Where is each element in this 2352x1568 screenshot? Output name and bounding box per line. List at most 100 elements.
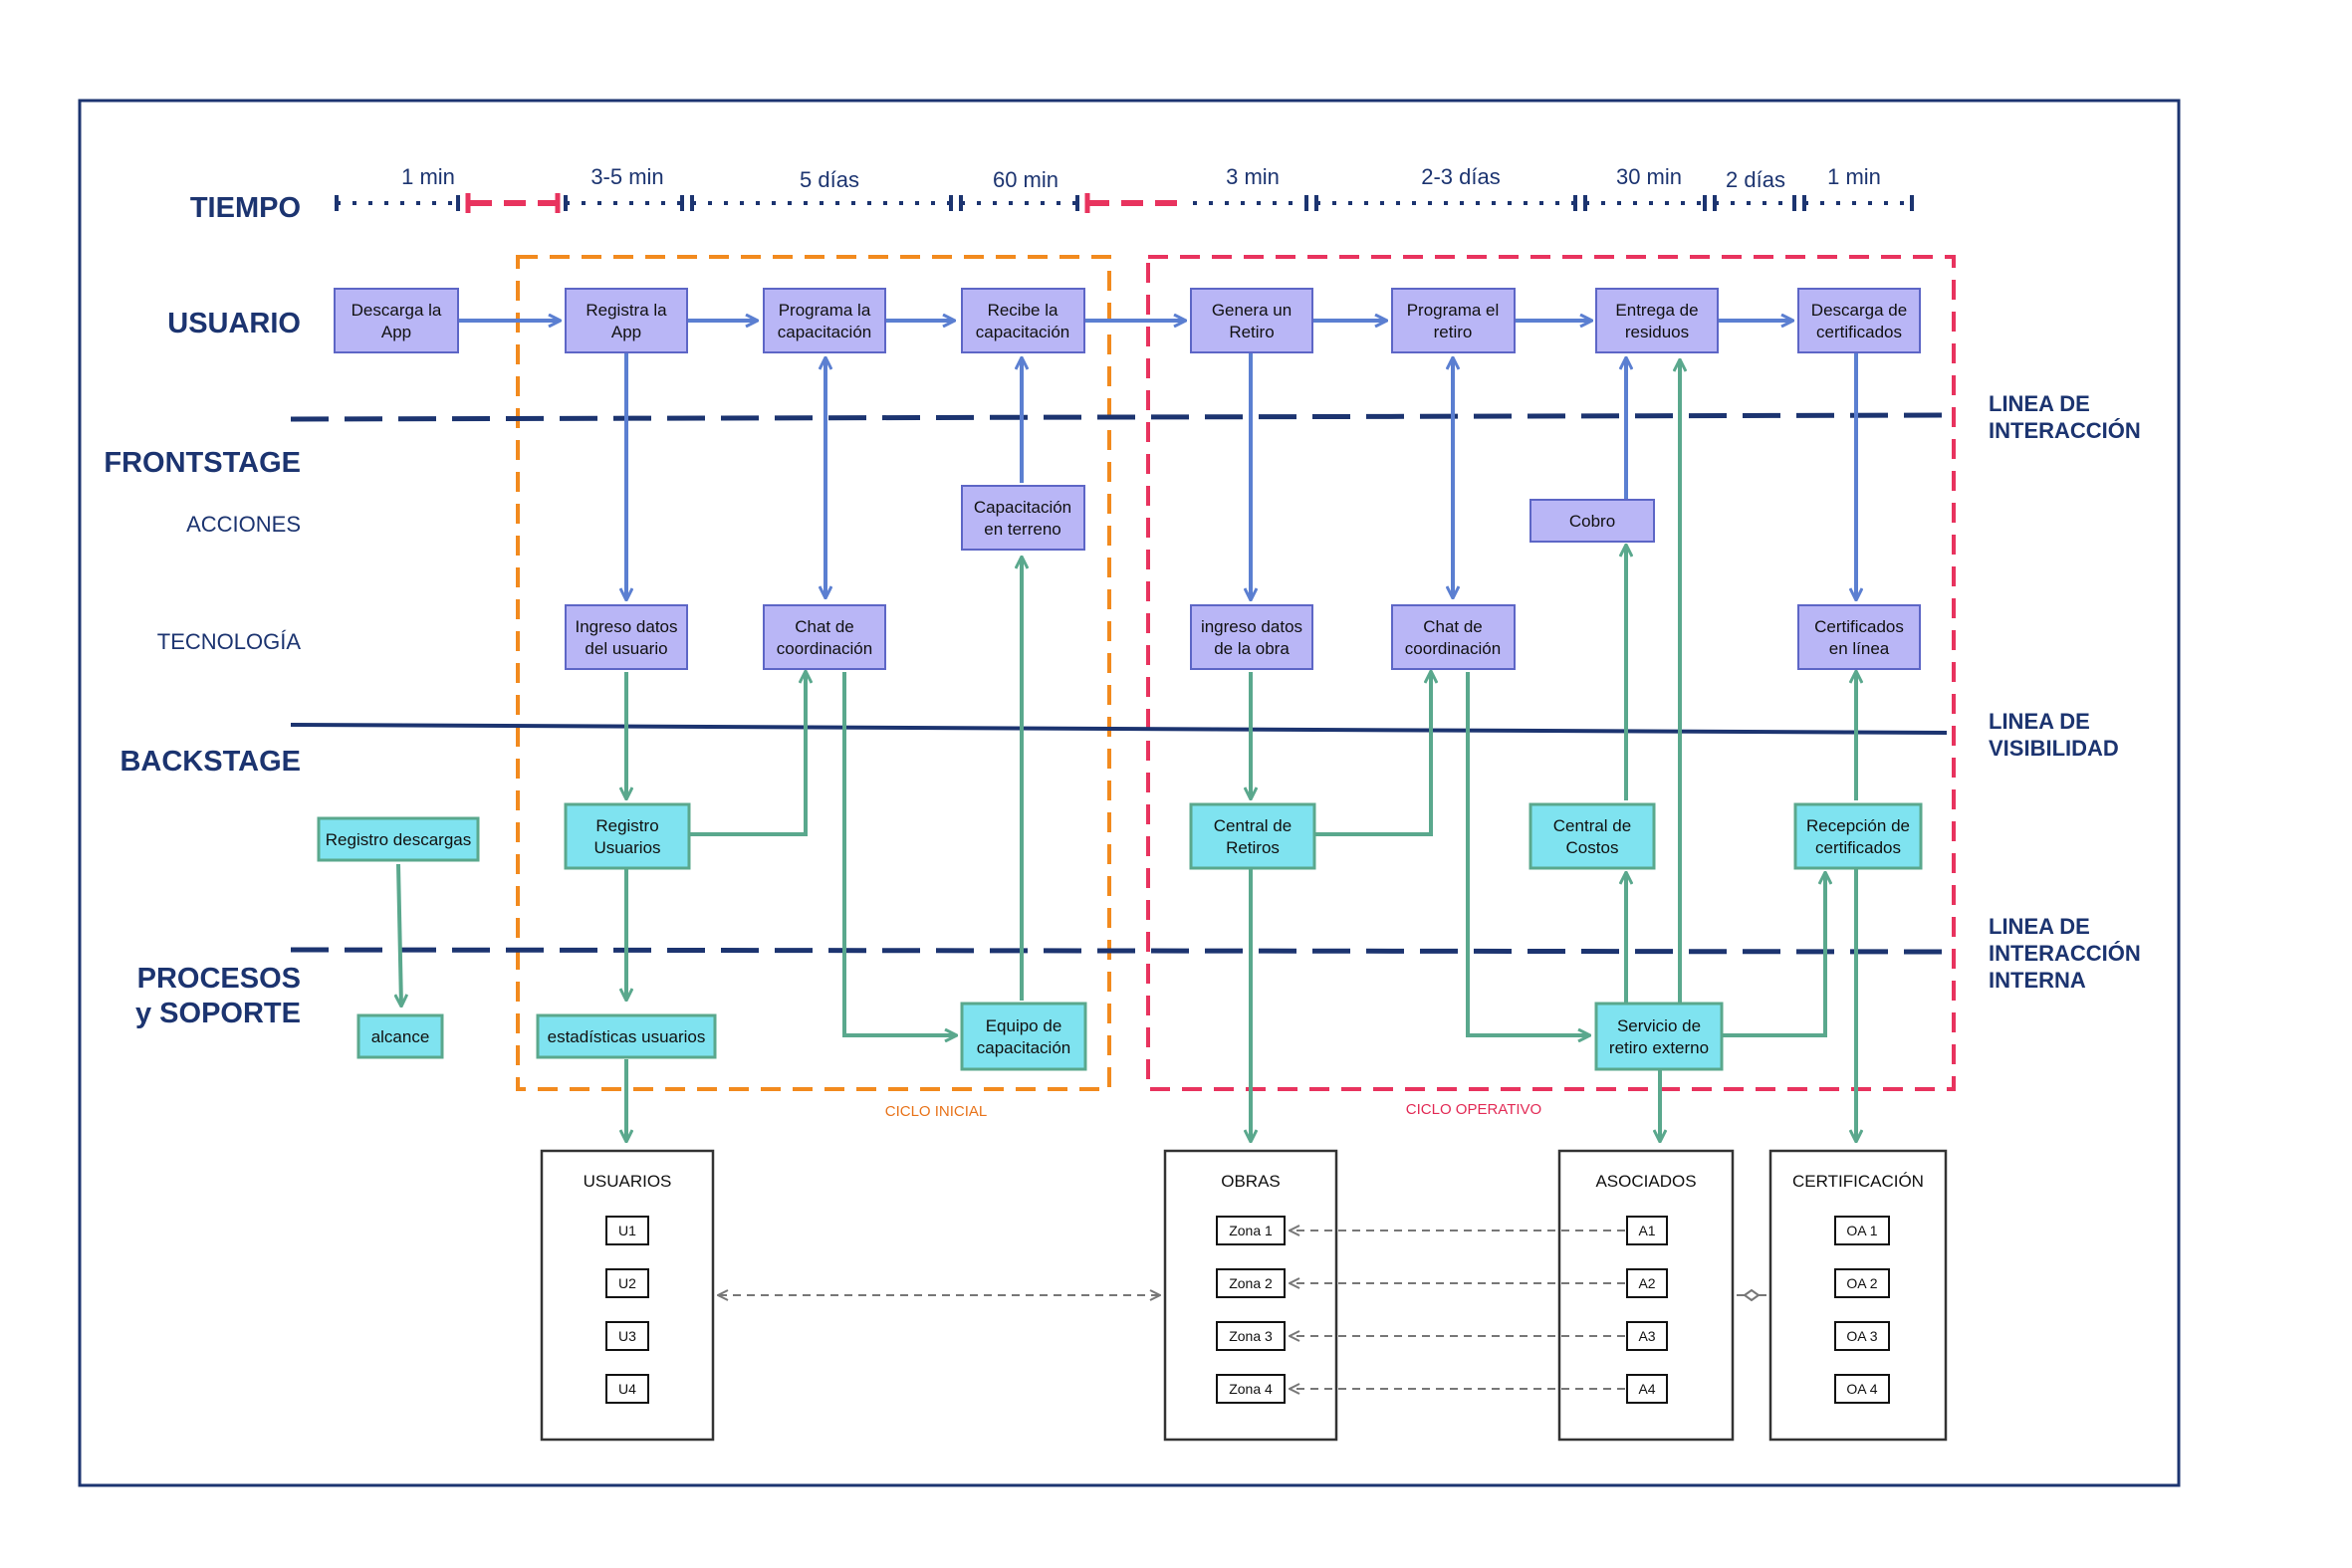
db-relation-asociados-certificacion — [1737, 1288, 1766, 1302]
box-servicio-retiro-externo[interactable]: Servicio de retiro externo — [1594, 1002, 1724, 1071]
svg-text:Registra la: Registra la — [586, 301, 667, 320]
time-label-2: 3-5 min — [590, 164, 663, 189]
db-certificacion-item[interactable]: OA 3 — [1834, 1321, 1890, 1351]
svg-text:App: App — [381, 323, 411, 341]
time-label-1: 1 min — [401, 164, 455, 189]
db-certificacion-item[interactable]: OA 4 — [1834, 1374, 1890, 1404]
svg-text:USUARIOS: USUARIOS — [584, 1172, 672, 1191]
box-registro-descargas[interactable]: Registro descargas — [317, 816, 480, 862]
svg-text:OA 2: OA 2 — [1846, 1275, 1877, 1291]
db-certificacion-item[interactable]: OA 2 — [1834, 1268, 1890, 1298]
box-central-retiros[interactable]: Central de Retiros — [1189, 802, 1316, 870]
db-usuarios-item[interactable]: U3 — [605, 1321, 649, 1351]
time-label-9: 1 min — [1827, 164, 1881, 189]
svg-text:en terreno: en terreno — [984, 520, 1061, 539]
time-label-6: 2-3 días — [1421, 164, 1501, 189]
svg-text:OBRAS: OBRAS — [1221, 1172, 1281, 1191]
svg-text:Retiros: Retiros — [1226, 838, 1280, 857]
db-obras-item[interactable]: Zona 1 — [1216, 1216, 1286, 1245]
db-obras-item[interactable]: Zona 3 — [1216, 1321, 1286, 1351]
box-descarga-certificados[interactable]: Descarga de certificados — [1797, 288, 1921, 353]
svg-text:Central de: Central de — [1553, 816, 1631, 835]
lane-usuario: USUARIO — [167, 308, 301, 339]
svg-text:Registro: Registro — [595, 816, 658, 835]
box-registra-app[interactable]: Registra la App — [565, 288, 688, 353]
box-chat-coordinacion-1[interactable]: Chat de coordinación — [763, 604, 886, 670]
svg-text:Zona 3: Zona 3 — [1229, 1328, 1273, 1344]
svg-text:Cobro: Cobro — [1569, 512, 1615, 531]
svg-text:Programa la: Programa la — [779, 301, 871, 320]
box-ingreso-datos-usuario[interactable]: Ingreso datos del usuario — [565, 604, 688, 670]
time-label-7: 30 min — [1616, 164, 1682, 189]
db-asociados-item[interactable]: A2 — [1626, 1268, 1668, 1298]
db-obras[interactable]: OBRAS Zona 1 Zona 2 Zona 3 Zona 4 — [1163, 1149, 1338, 1442]
lane-tiempo: TIEMPO — [190, 192, 301, 224]
svg-text:retiro externo: retiro externo — [1609, 1038, 1709, 1057]
svg-text:Capacitación: Capacitación — [974, 498, 1071, 517]
db-certificacion-item[interactable]: OA 1 — [1834, 1216, 1890, 1245]
box-descarga-app[interactable]: Descarga la App — [334, 288, 459, 353]
svg-text:en línea: en línea — [1829, 639, 1890, 658]
svg-text:Descarga de: Descarga de — [1811, 301, 1907, 320]
box-genera-retiro[interactable]: Genera un Retiro — [1190, 288, 1313, 353]
svg-text:A2: A2 — [1638, 1275, 1655, 1291]
db-obras-item[interactable]: Zona 4 — [1216, 1374, 1286, 1404]
db-asociados-item[interactable]: A1 — [1626, 1216, 1668, 1245]
svg-text:Retiro: Retiro — [1229, 323, 1274, 341]
timeline-labels: 1 min 3-5 min 5 días 60 min 3 min 2-3 dí… — [401, 164, 1881, 192]
db-usuarios-item[interactable]: U2 — [605, 1268, 649, 1298]
svg-text:estadísticas usuarios: estadísticas usuarios — [548, 1027, 706, 1046]
svg-text:alcance: alcance — [371, 1027, 430, 1046]
box-programa-capacitacion[interactable]: Programa la capacitación — [763, 288, 886, 353]
db-asociados[interactable]: ASOCIADOS A1 A2 A3 A4 — [1557, 1149, 1735, 1442]
svg-text:OA 1: OA 1 — [1846, 1223, 1877, 1238]
box-entrega-residuos[interactable]: Entrega de residuos — [1595, 288, 1719, 353]
box-recibe-capacitacion[interactable]: Recibe la capacitación — [961, 288, 1085, 353]
db-usuarios-item[interactable]: U1 — [605, 1216, 649, 1245]
db-usuarios-item[interactable]: U4 — [605, 1374, 649, 1404]
box-estadisticas-usuarios[interactable]: estadísticas usuarios — [536, 1013, 717, 1059]
svg-text:Chat de: Chat de — [1423, 617, 1483, 636]
svg-text:Recibe la: Recibe la — [988, 301, 1058, 320]
cycle-inicial-frame — [516, 255, 1111, 1091]
box-central-costos[interactable]: Central de Costos — [1529, 802, 1656, 870]
svg-text:Genera un: Genera un — [1212, 301, 1292, 320]
box-capacitacion-terreno[interactable]: Capacitación en terreno — [961, 485, 1085, 551]
backstage-flow-arrows — [398, 360, 1856, 1141]
svg-text:ASOCIADOS: ASOCIADOS — [1595, 1172, 1696, 1191]
svg-text:Zona 2: Zona 2 — [1229, 1275, 1273, 1291]
box-certificados-linea[interactable]: Certificados en línea — [1797, 604, 1921, 670]
svg-text:Registro descargas: Registro descargas — [326, 830, 471, 849]
svg-text:U4: U4 — [618, 1381, 636, 1397]
db-asociados-item[interactable]: A4 — [1626, 1374, 1668, 1404]
box-alcance[interactable]: alcance — [356, 1013, 444, 1059]
db-asociados-item[interactable]: A3 — [1626, 1321, 1668, 1351]
box-equipo-capacitacion[interactable]: Equipo de capacitación — [960, 1002, 1087, 1071]
db-obras-item[interactable]: Zona 2 — [1216, 1268, 1286, 1298]
lane-acciones: ACCIONES — [186, 512, 301, 537]
svg-text:CERTIFICACIÓN: CERTIFICACIÓN — [1792, 1172, 1924, 1191]
svg-text:Certificados: Certificados — [1814, 617, 1904, 636]
lane-soporte: y SOPORTE — [135, 998, 301, 1029]
line-visibilidad — [290, 723, 1948, 735]
db-usuarios[interactable]: USUARIOS U1 U2 U3 U4 — [540, 1149, 715, 1442]
outer-frame — [78, 99, 2181, 1487]
svg-text:App: App — [611, 323, 641, 341]
box-registro-usuarios[interactable]: Registro Usuarios — [564, 802, 691, 870]
cycle-operativo-frame — [1146, 255, 1956, 1091]
time-label-5: 3 min — [1226, 164, 1280, 189]
svg-text:del usuario: del usuario — [585, 639, 667, 658]
svg-text:U3: U3 — [618, 1328, 636, 1344]
svg-text:Zona 4: Zona 4 — [1229, 1381, 1273, 1397]
lane-frontstage: FRONTSTAGE — [104, 447, 301, 479]
box-ingreso-datos-obra[interactable]: ingreso datos de la obra — [1190, 604, 1313, 670]
box-recepcion-certificados[interactable]: Recepción de certificados — [1793, 802, 1923, 870]
svg-text:A3: A3 — [1638, 1328, 1655, 1344]
box-chat-coordinacion-2[interactable]: Chat de coordinación — [1391, 604, 1516, 670]
svg-text:capacitación: capacitación — [976, 323, 1070, 341]
svg-text:A4: A4 — [1638, 1381, 1655, 1397]
box-cobro[interactable]: Cobro — [1529, 499, 1655, 543]
db-certificacion[interactable]: CERTIFICACIÓN OA 1 OA 2 OA 3 OA 4 — [1768, 1149, 1948, 1442]
cycle-inicial-label: CICLO INICIAL — [885, 1103, 988, 1120]
box-programa-retiro[interactable]: Programa el retiro — [1391, 288, 1516, 353]
